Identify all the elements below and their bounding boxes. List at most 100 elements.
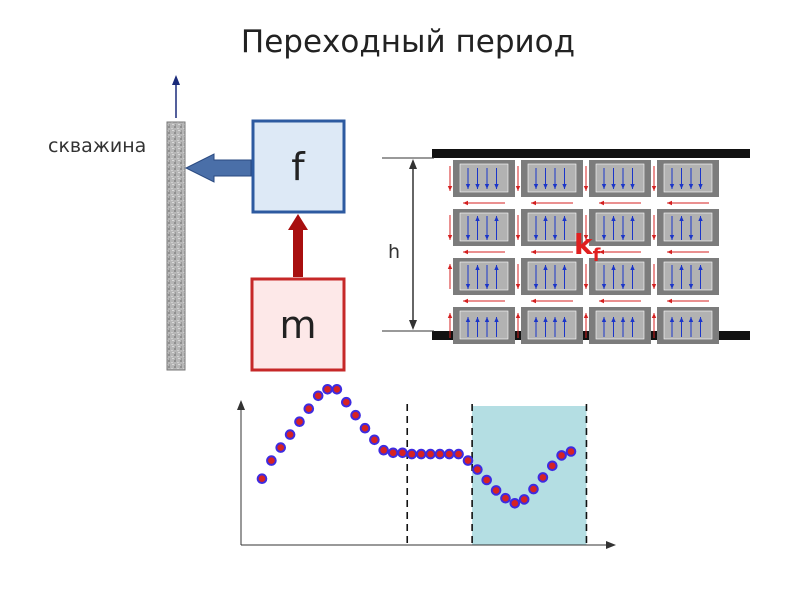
- highlight-region: [472, 406, 587, 545]
- flow-arrow-head: [475, 265, 480, 270]
- flow-arrow-up: [465, 317, 471, 337]
- red-flow-vertical-head: [515, 313, 521, 318]
- red-flow-horizontal: [463, 298, 505, 304]
- flow-arrow: [543, 216, 548, 240]
- red-flow-horizontal-head: [667, 200, 672, 206]
- red-flow-horizontal: [599, 200, 641, 206]
- flow-arrow: [630, 216, 635, 240]
- flow-arrow-down-head: [601, 184, 607, 189]
- flow-arrow-up: [669, 317, 675, 337]
- flow-arrow-head: [630, 216, 635, 221]
- red-flow-horizontal: [599, 298, 641, 304]
- flow-arrow-down: [620, 168, 626, 189]
- flow-arrow-down-head: [494, 184, 499, 189]
- flow-arrow-down-head: [679, 184, 684, 189]
- flow-arrow-up-head: [484, 317, 490, 322]
- flow-arrow-down: [475, 168, 480, 189]
- flow-arrow: [543, 265, 548, 289]
- red-flow-edge: [447, 313, 453, 338]
- data-point: [331, 384, 343, 395]
- red-flow-vertical: [583, 166, 589, 191]
- flow-arrow-up: [679, 317, 684, 337]
- flow-arrow-up-head: [562, 317, 567, 322]
- red-flow-edge-head: [447, 313, 453, 318]
- well-column: [166, 121, 186, 371]
- data-point: [462, 455, 474, 466]
- page-title: Переходный период: [241, 24, 575, 60]
- flow-arrow-down: [698, 168, 703, 189]
- flow-arrow-down-head: [475, 184, 480, 189]
- flow-arrow-up-head: [475, 317, 480, 322]
- well-up-arrow-icon: [172, 75, 180, 85]
- data-point: [359, 422, 371, 434]
- flow-arrow-head: [601, 235, 607, 240]
- flow-arrow: [465, 265, 471, 289]
- data-point: [322, 384, 333, 395]
- red-flow-vertical: [651, 313, 657, 338]
- grid-block: [657, 160, 719, 197]
- x-axis-arrow-icon: [606, 541, 616, 549]
- f-box-label: f: [291, 145, 306, 189]
- flow-arrow-up-head: [552, 317, 558, 322]
- flow-arrow: [494, 216, 499, 240]
- flow-arrow-head: [611, 216, 616, 221]
- flow-arrow-down-head: [465, 184, 471, 189]
- grid-block: [657, 258, 719, 295]
- m-box: [250, 277, 346, 372]
- data-point: [303, 403, 315, 415]
- flow-arrow-head: [552, 284, 558, 289]
- data-point: [275, 442, 287, 453]
- grid-block: [521, 160, 583, 197]
- red-flow-vertical-head: [583, 235, 589, 240]
- flow-arrow-head: [475, 216, 480, 221]
- flow-arrow-head: [630, 265, 635, 270]
- data-point: [341, 396, 352, 408]
- flow-arrow: [698, 265, 703, 289]
- red-flow-horizontal: [667, 249, 709, 255]
- red-flow-vertical: [651, 215, 657, 240]
- flow-arrow-head: [484, 284, 490, 289]
- red-flow-horizontal-head: [463, 298, 468, 304]
- data-point: [387, 447, 399, 459]
- flow-arrow: [475, 216, 480, 240]
- red-flow-vertical-head: [583, 313, 589, 318]
- flow-arrow-head: [679, 216, 684, 221]
- flow-arrow-down-head: [484, 184, 490, 189]
- red-flow-horizontal: [531, 200, 573, 206]
- red-flow-horizontal-head: [667, 249, 672, 255]
- flow-arrow-up-head: [543, 317, 548, 322]
- kf-label: kf: [574, 228, 601, 266]
- flow-arrow: [465, 216, 471, 240]
- flow-arrow-head: [552, 235, 558, 240]
- flow-arrow-up: [698, 317, 703, 337]
- flow-arrow-up-head: [688, 317, 694, 322]
- data-point: [565, 446, 577, 457]
- data-point: [518, 494, 530, 505]
- red-flow-horizontal-head: [531, 200, 536, 206]
- grid-block: [521, 258, 583, 295]
- flow-arrow-up: [533, 317, 539, 337]
- data-point: [528, 483, 539, 495]
- flow-arrow: [679, 265, 684, 289]
- flow-arrow-down: [669, 168, 675, 189]
- flow-arrow: [494, 265, 499, 289]
- flow-arrow-down-head: [620, 184, 626, 189]
- flow-arrow-down: [533, 168, 539, 189]
- block-inner: [527, 163, 577, 193]
- red-flow-edge-head: [447, 235, 453, 240]
- h-label: h: [388, 241, 400, 263]
- data-point: [434, 448, 446, 460]
- h-arrow-bottom-icon: [409, 320, 417, 330]
- flow-arrow-up-head: [533, 317, 539, 322]
- data-point: [266, 455, 277, 466]
- block-inner: [527, 310, 577, 340]
- flow-arrow: [533, 265, 539, 289]
- red-flow-vertical: [515, 166, 521, 191]
- flow-arrow-up-head: [698, 317, 703, 322]
- flow-arrow-up-head: [669, 317, 675, 322]
- data-point: [369, 434, 380, 446]
- flow-arrow: [484, 265, 490, 289]
- flow-arrow-down-head: [552, 184, 558, 189]
- block-inner: [595, 163, 645, 193]
